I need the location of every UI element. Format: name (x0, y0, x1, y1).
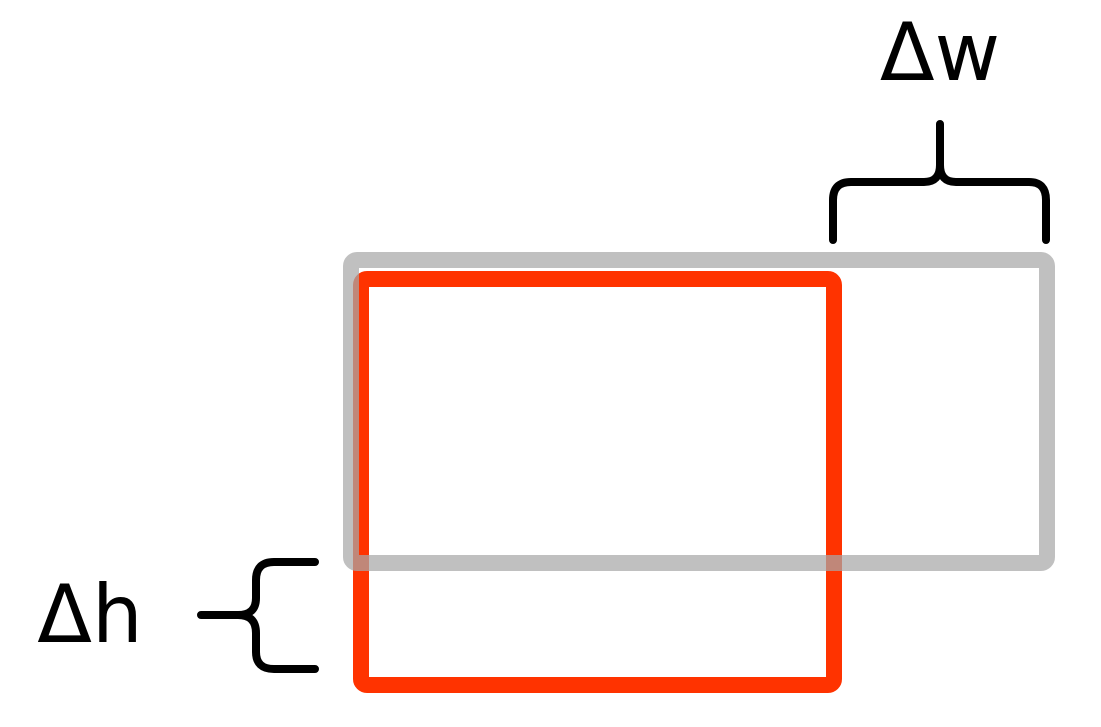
width-delta-brace (829, 120, 1050, 244)
resized-rectangle (353, 271, 842, 693)
original-rectangle (343, 252, 1055, 571)
height-delta-brace (197, 558, 319, 673)
width-delta-label: Δw (880, 6, 1000, 99)
height-delta-label: Δh (37, 568, 142, 661)
